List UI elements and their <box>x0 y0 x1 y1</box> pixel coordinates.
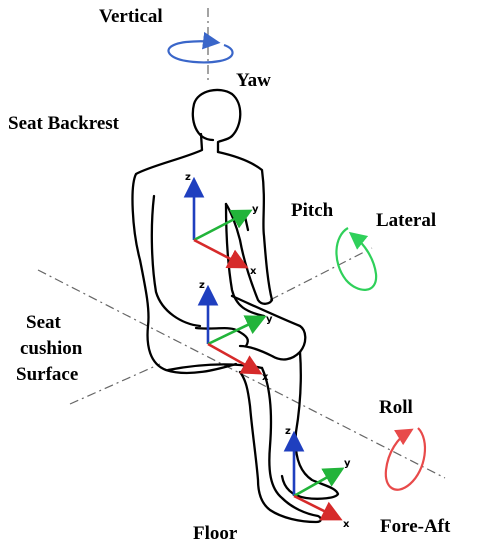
seat-backrest-frame: z y x <box>183 172 259 277</box>
pitch-label: Pitch <box>291 200 334 221</box>
shoulder-arm-outline <box>216 150 274 305</box>
floor-y-label: y <box>344 458 351 469</box>
cushion-y-axis <box>207 315 267 346</box>
seated-person-outline <box>131 88 340 524</box>
seat-cushion-label-line1: Seat <box>26 312 61 333</box>
cushion-y-label: y <box>266 314 273 325</box>
surface-guide-line <box>69 363 161 405</box>
seat-backrest-label: Seat Backrest <box>8 113 119 134</box>
calf-outline <box>238 366 322 524</box>
vertical-label: Vertical <box>99 6 163 27</box>
floor-label: Floor <box>193 523 238 544</box>
backrest-y-label: y <box>252 204 259 215</box>
head-outline <box>191 88 242 154</box>
backrest-x-axis <box>193 238 249 269</box>
yaw-rotation-arrow <box>167 31 234 64</box>
pitch-rotation-arrow <box>335 227 378 291</box>
floor-frame: z y x <box>283 426 351 530</box>
yaw-label: Yaw <box>236 70 271 91</box>
seat-cushion-label-line2: cushion <box>20 338 83 359</box>
roll-rotation-arrow <box>384 427 426 491</box>
back-outline <box>131 132 238 375</box>
torso-front-outline <box>224 202 266 318</box>
seat-cushion-label-line3: Surface <box>16 364 79 385</box>
fore-aft-label: Fore-Aft <box>380 516 451 537</box>
backrest-z-label: z <box>185 172 191 183</box>
floor-z-label: z <box>285 426 291 437</box>
roll-label: Roll <box>379 397 413 418</box>
floor-x-axis <box>293 494 343 521</box>
floor-x-label: x <box>343 519 350 530</box>
cushion-x-axis <box>207 342 263 375</box>
lateral-guide-line <box>269 247 373 301</box>
lateral-label: Lateral <box>376 210 437 231</box>
inner-arm-outline <box>150 194 202 328</box>
seat-cushion-frame: z y x <box>197 280 273 383</box>
cushion-z-label: z <box>199 280 205 291</box>
cushion-x-label: x <box>262 372 269 383</box>
backrest-y-axis <box>193 209 253 242</box>
backrest-x-label: x <box>250 266 257 277</box>
floor-y-axis <box>293 467 345 498</box>
